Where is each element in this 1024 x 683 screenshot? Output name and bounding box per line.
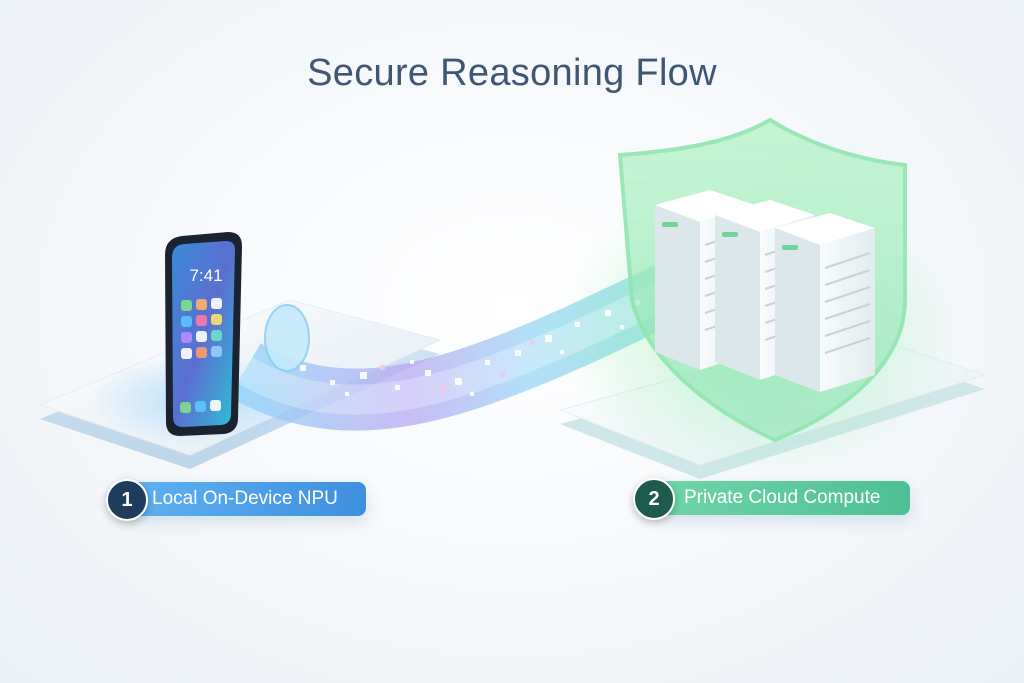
page-title: Secure Reasoning Flow — [307, 52, 717, 94]
phone-clock: 7:41 — [189, 266, 222, 285]
step-1-label: Local On-Device NPU — [128, 482, 366, 516]
server-rack-icon — [655, 190, 875, 392]
step-2-badge: 2 — [633, 478, 675, 520]
step-1-badge: 1 — [106, 479, 148, 521]
step-2-label: Private Cloud Compute — [660, 481, 910, 515]
step-2-text: Private Cloud Compute — [684, 487, 881, 508]
smartphone-icon: 7:41 — [165, 232, 242, 436]
step-1-text: Local On-Device NPU — [152, 488, 338, 509]
